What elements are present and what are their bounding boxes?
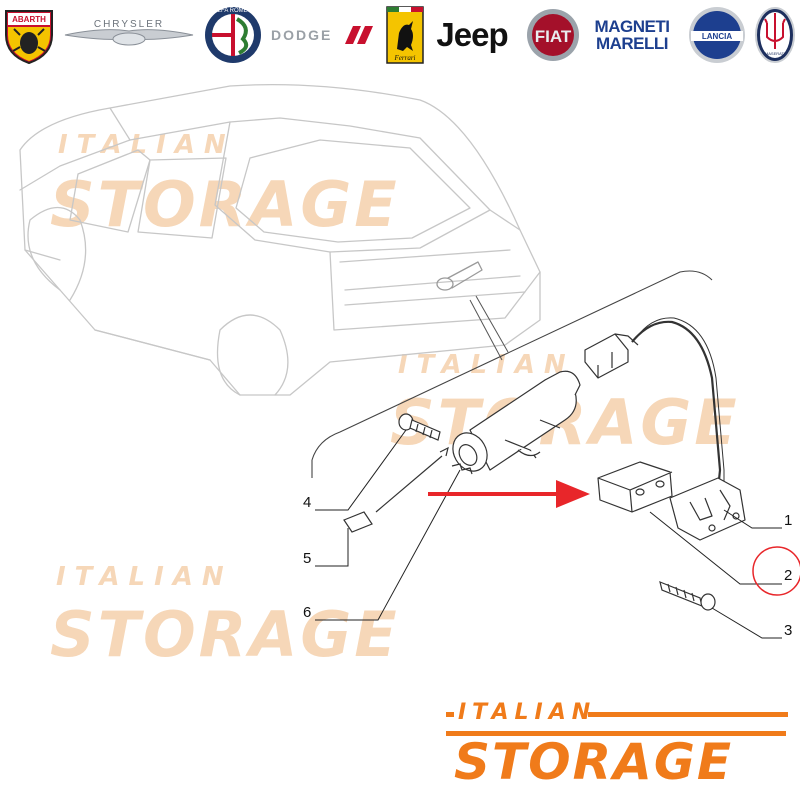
leader-2: [649, 511, 782, 585]
lancia-wordmark: LANCIA: [702, 32, 732, 41]
part-2-bracket: [597, 461, 673, 513]
abarth-wordmark: ABARTH: [12, 15, 46, 24]
chrysler-wordmark: CHRYSLER: [94, 19, 164, 30]
zoom-leaders: [469, 295, 509, 361]
alfa-romeo-logo: ALFA ROMEO: [202, 4, 264, 66]
parts-panel-outline: [311, 270, 713, 478]
jeep-wordmark: Jeep: [436, 16, 508, 53]
callout-3: 3: [784, 622, 793, 639]
callout-4: 4: [303, 494, 312, 511]
callout-6: 6: [303, 604, 312, 621]
callout-2: 2: [784, 567, 793, 584]
leader-1: [723, 509, 782, 529]
dodge-logo: DODGE: [268, 4, 380, 66]
fiat-logo: FIAT: [524, 4, 582, 66]
abarth-logo: ABARTH: [0, 4, 58, 66]
chrysler-logo: CHRYSLER: [62, 4, 196, 66]
logo-italian-text: ITALIAN: [458, 700, 597, 725]
ferrari-wordmark: Ferrari: [394, 54, 416, 62]
maserati-logo: MASERATI: [752, 4, 798, 66]
leader-3: [711, 607, 782, 639]
alfa-romeo-wordmark: ALFA ROMEO: [214, 8, 253, 14]
red-arrow-indicator: [428, 480, 590, 508]
brand-logo-strip: ABARTH CHRYSLER ALFA ROMEO DODGE: [0, 0, 800, 72]
ferrari-logo: Ferrari: [384, 4, 426, 66]
fiat-wordmark: FIAT: [535, 27, 572, 46]
car-lock-detail: [436, 261, 483, 291]
callout-5: 5: [303, 550, 312, 567]
part-5-rod: [343, 446, 449, 533]
wire-cable: [631, 317, 725, 491]
lock-cylinder-assembly: [452, 370, 581, 472]
part-3-screw: [659, 581, 716, 611]
highlight-circle: [752, 546, 800, 596]
part-4-bolt: [398, 413, 441, 441]
callout-1: 1: [784, 512, 793, 529]
jeep-logo: Jeep: [428, 4, 516, 66]
callout-leaders: [315, 429, 782, 639]
logo-storage-text: STORAGE: [454, 733, 734, 791]
logo-rule-right-top: [588, 712, 788, 717]
part-1-lock-mechanism: [669, 477, 746, 541]
maserati-wordmark: MASERATI: [765, 51, 785, 56]
logo-rule-middle: [446, 731, 786, 736]
logo-rule-left-top: [446, 712, 454, 717]
lancia-logo: LANCIA: [684, 4, 750, 66]
magneti-marelli-logo: MAGNETI MARELLI: [586, 4, 678, 66]
leader-6: [315, 469, 461, 621]
part-6-clip: [451, 463, 473, 475]
marelli-line: MARELLI: [595, 34, 669, 53]
magneti-line: MAGNETI: [594, 17, 670, 36]
wire-connector: [584, 333, 639, 379]
magneti-marelli-wordmark: MAGNETI MARELLI: [595, 18, 670, 52]
car-outline: [19, 83, 541, 396]
leader-5: [315, 528, 349, 567]
dodge-wordmark: DODGE: [271, 27, 332, 43]
italian-storage-logo: ITALIAN STORAGE: [446, 700, 788, 796]
leader-4: [315, 429, 407, 511]
